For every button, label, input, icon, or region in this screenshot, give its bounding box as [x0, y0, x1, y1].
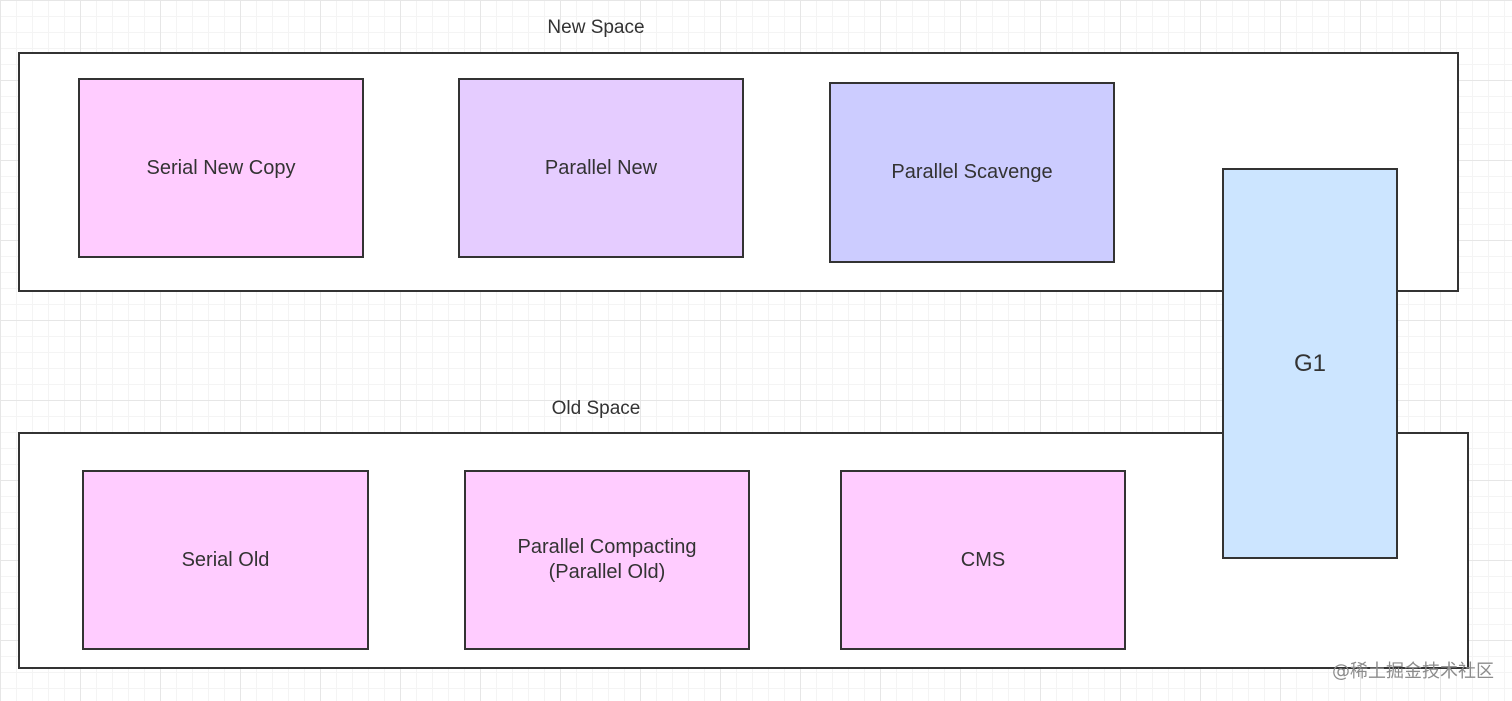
- g1-box[interactable]: G1: [1222, 168, 1398, 559]
- parallel-new-label: Parallel New: [544, 156, 658, 179]
- serial-new-copy-box[interactable]: Serial New Copy: [78, 78, 364, 258]
- parallel-compacting-box[interactable]: Parallel Compacting (Parallel Old): [464, 470, 750, 650]
- cms-box[interactable]: CMS: [840, 470, 1126, 650]
- cms-label: CMS: [960, 548, 1006, 571]
- parallel-scavenge-label: Parallel Scavenge: [891, 161, 1053, 183]
- serial-old-label: Serial Old: [181, 548, 270, 571]
- parallel-scavenge-box[interactable]: Parallel Scavenge: [829, 82, 1115, 263]
- watermark: @稀土掘金技术社区: [1332, 661, 1494, 682]
- parallel-compacting-label: Parallel Compacting (Parallel Old): [517, 536, 697, 583]
- serial-new-copy-label: Serial New Copy: [146, 156, 296, 179]
- parallel-new-box[interactable]: Parallel New: [458, 78, 744, 258]
- g1-label: G1: [1293, 350, 1326, 377]
- new-space-title: New Space: [547, 17, 645, 38]
- serial-old-box[interactable]: Serial Old: [82, 470, 369, 650]
- old-space-title: Old Space: [551, 398, 641, 419]
